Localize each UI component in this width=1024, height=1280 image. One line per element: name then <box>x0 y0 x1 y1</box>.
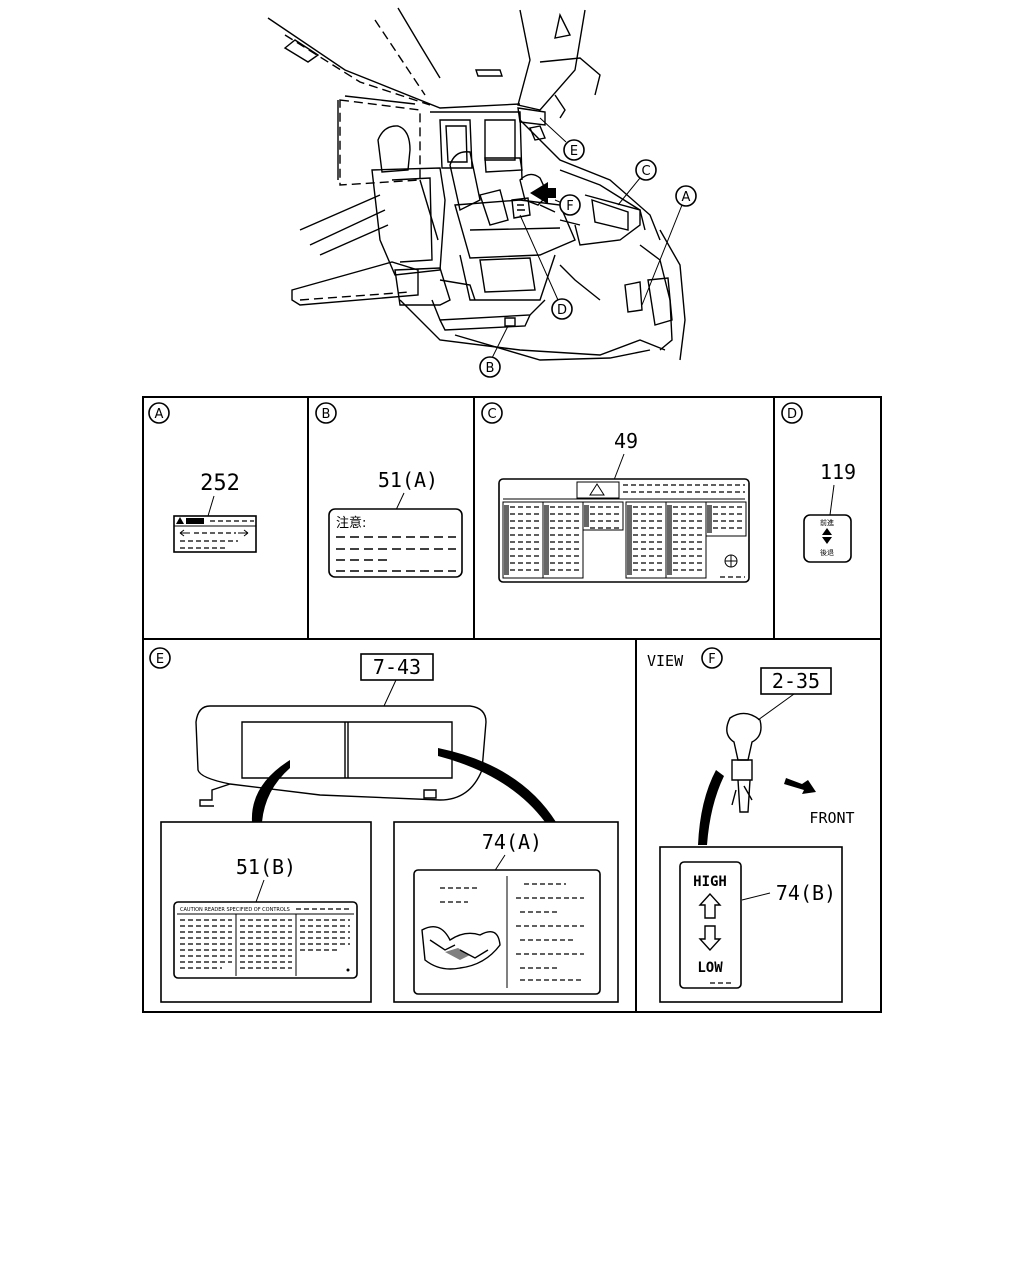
panel-C-letter: C <box>487 407 496 422</box>
panel-A: A 252 <box>148 402 257 553</box>
svg-text:D: D <box>557 303 567 318</box>
label-252 <box>173 515 257 553</box>
panel-E-letter: E <box>156 652 164 667</box>
label-51A: 注意: <box>328 508 463 578</box>
callout-E[interactable]: E <box>539 117 585 161</box>
panel-E: E 7-43 51(B) CAUTION READER SPECIFIED OF… <box>149 647 619 1003</box>
label-119-top: 前進 <box>820 518 834 527</box>
front-direction-label: FRONT <box>809 809 854 827</box>
panel-D-letter: D <box>787 407 797 422</box>
callout-B[interactable]: B <box>479 325 509 378</box>
part-number-74B: 74(B) <box>776 881 836 905</box>
svg-text:C: C <box>641 164 650 179</box>
callout-C[interactable]: C <box>617 159 657 206</box>
label-49-table <box>502 501 747 579</box>
part-number-2-35: 2-35 <box>772 669 820 693</box>
label-51B-heading: CAUTION READER SPECIFIED OF CONTROLS <box>180 907 290 913</box>
part-number-119: 119 <box>820 460 856 484</box>
label-119: 前進 後退 <box>803 514 852 563</box>
svg-text:A: A <box>682 190 691 205</box>
label-74B-high: HIGH <box>693 874 727 890</box>
svg-text:F: F <box>566 199 573 214</box>
part-number-51B: 51(B) <box>236 855 296 879</box>
panel-A-letter: A <box>155 407 164 422</box>
panel-D: D 119 前進 後退 <box>781 402 856 563</box>
panel-B-letter: B <box>322 407 331 422</box>
svg-text:B: B <box>486 361 495 376</box>
panel-F: VIEW F 2-35 FRONT HIGH LOW 74(B) <box>647 647 855 1003</box>
cab-interior-illustration <box>267 7 686 361</box>
panel-F-letter: F <box>708 652 715 667</box>
label-74A <box>413 869 601 995</box>
label-119-bottom: 後退 <box>820 548 834 557</box>
sun-visor-illustration <box>195 705 487 807</box>
part-number-74A: 74(A) <box>482 830 542 854</box>
svg-text:E: E <box>570 144 578 159</box>
part-number-7-43: 7-43 <box>373 655 421 679</box>
view-label: VIEW <box>647 652 684 670</box>
callout-F[interactable]: F <box>554 194 581 216</box>
label-51B: CAUTION READER SPECIFIED OF CONTROLS <box>173 901 358 979</box>
label-74B: HIGH LOW <box>679 861 742 989</box>
callout-A[interactable]: A <box>641 185 697 306</box>
callout-D[interactable]: D <box>519 214 573 320</box>
part-number-51A: 51(A) <box>378 468 438 492</box>
shift-knob-illustration <box>726 712 762 813</box>
panel-grid <box>142 396 882 1013</box>
label-49 <box>498 478 750 583</box>
label-51A-title: 注意: <box>336 515 366 531</box>
part-number-252: 252 <box>200 471 240 496</box>
label-74B-low: LOW <box>697 960 723 976</box>
part-number-49: 49 <box>614 429 638 453</box>
panel-C: C 49 <box>481 402 750 583</box>
panel-B: B 51(A) 注意: <box>315 402 463 578</box>
